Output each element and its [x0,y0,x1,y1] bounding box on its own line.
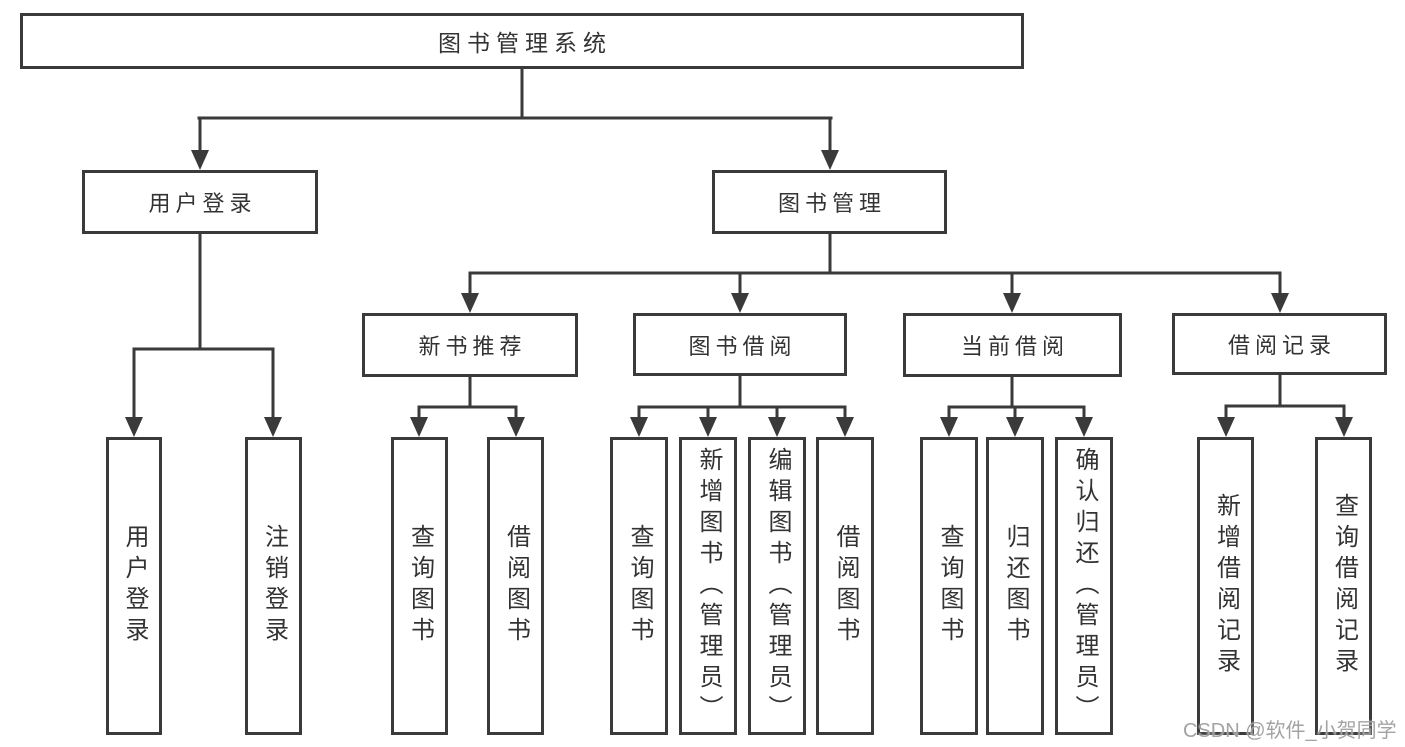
leaf-query-books-current: 查询图书 [920,437,978,735]
connector-newbooks-to-leaves [417,375,518,421]
arrow-down-icon [264,417,282,437]
arrow-down-icon [507,417,525,437]
leaf-query-borrow-record: 查询借阅记录 [1315,437,1372,735]
arrow-down-icon [768,417,786,437]
arrow-down-icon [731,293,749,313]
leaf-label: 归还图书 [1002,524,1029,648]
arrow-down-icon [1003,293,1021,313]
arrow-down-icon [191,150,209,170]
node-borrow-records: 借阅记录 [1172,313,1387,375]
arrow-down-icon [461,293,479,313]
connector-currentborrow-to-leaves [947,375,1086,421]
node-current-borrow: 当前借阅 [903,313,1122,377]
connector-borrowrecords-to-leaves [1224,373,1346,421]
leaf-label: 新增借阅记录 [1212,493,1240,679]
arrow-down-icon [1075,417,1093,437]
watermark: CSDN @软件_小贺同学 [1183,720,1397,742]
leaf-label: 借阅图书 [502,524,530,648]
leaf-borrow-books: 借阅图书 [816,437,874,735]
node-new-book-recommend: 新书推荐 [362,313,578,377]
leaf-query-books-borrow: 查询图书 [610,437,668,735]
leaf-query-books-recommend: 查询图书 [391,437,448,735]
arrow-down-icon [1006,417,1024,437]
connector-bookborrow-to-leaves [637,374,847,421]
leaf-label: 编辑图书（管理员） [764,446,791,726]
leaf-logout: 注销登录 [245,437,302,735]
leaf-confirm-return-admin: 确认归还（管理员） [1055,437,1113,735]
connector-bookmgmt-to-level3 [468,232,1282,297]
arrow-down-icon [940,417,958,437]
node-book-management: 图书管理 [712,170,947,234]
connector-root-to-level2 [197,67,833,153]
leaf-add-books-admin: 新增图书（管理员） [679,437,737,735]
arrow-down-icon [821,150,839,170]
arrowheads [125,150,1353,437]
connector-userlogin-to-leaves [132,232,275,421]
leaf-add-borrow-record: 新增借阅记录 [1197,437,1254,735]
leaf-borrow-books-recommend: 借阅图书 [487,437,544,735]
arrow-down-icon [410,417,428,437]
leaf-label: 确认归还（管理员） [1071,446,1098,726]
leaf-label: 注销登录 [260,524,288,648]
node-root-system: 图书管理系统 [20,13,1024,69]
leaf-label: 查询借阅记录 [1330,493,1358,679]
leaf-label: 新增图书（管理员） [695,446,722,726]
arrow-down-icon [1217,417,1235,437]
leaf-label: 借阅图书 [832,524,859,648]
node-user-login-group: 用户登录 [82,170,318,234]
leaf-user-login: 用户登录 [106,437,162,735]
arrow-down-icon [699,417,717,437]
leaf-edit-books-admin: 编辑图书（管理员） [748,437,806,735]
leaf-return-books: 归还图书 [986,437,1044,735]
arrow-down-icon [125,417,143,437]
leaf-label: 查询图书 [936,524,963,648]
node-book-borrow: 图书借阅 [633,313,847,376]
arrow-down-icon [630,417,648,437]
arrow-down-icon [836,417,854,437]
arrow-down-icon [1271,293,1289,313]
arrow-down-icon [1335,417,1353,437]
leaf-label: 用户登录 [121,524,148,648]
leaf-label: 查询图书 [406,524,434,648]
leaf-label: 查询图书 [626,524,653,648]
